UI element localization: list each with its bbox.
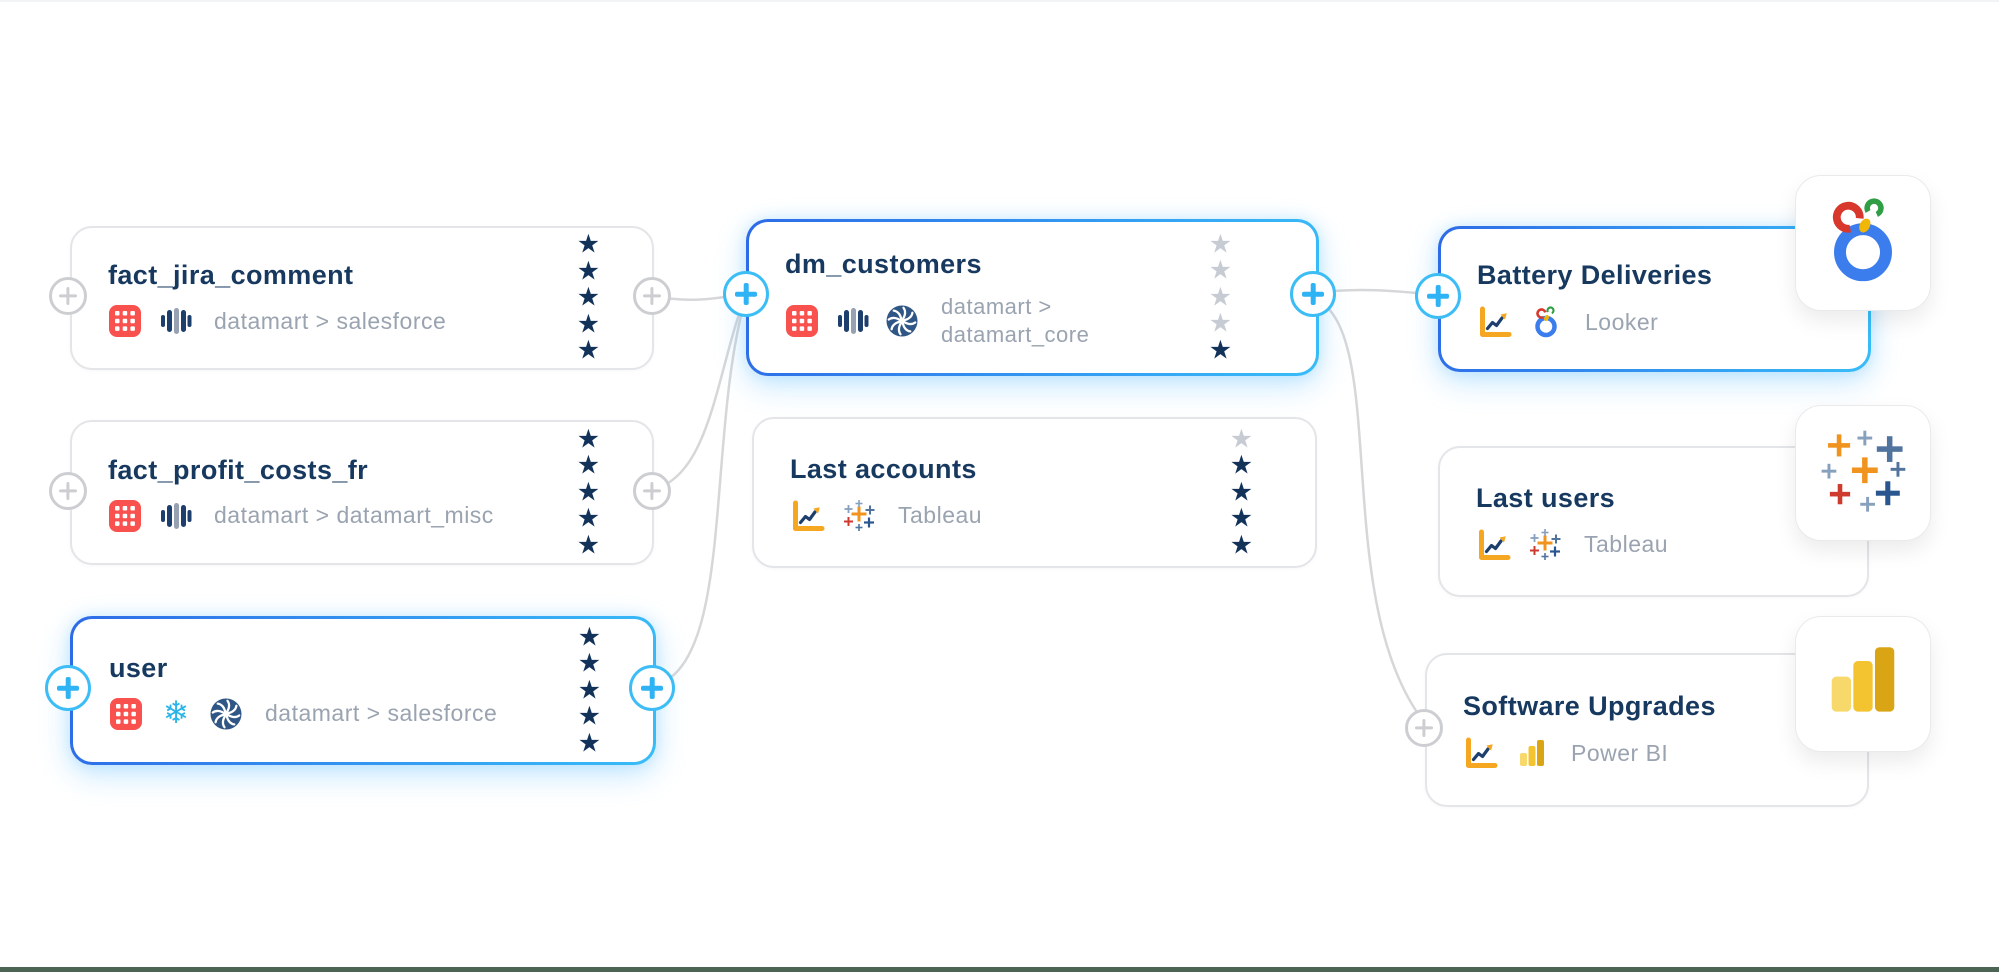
table-node-fact-jira-comment[interactable]: fact_jira_comment datamart > salesforce [70,226,654,370]
table-icon [785,304,819,338]
star-icon [1230,453,1253,480]
star-icon [578,704,601,731]
tableau-icon [842,499,876,533]
table-node-dm-customers[interactable]: dm_customers datamart > datamart_core [746,219,1319,376]
table-node-user[interactable]: user datamart > salesforce [70,616,656,765]
star-icon [577,506,600,533]
quality-rating [578,624,601,757]
node-title: fact_jira_comment [108,260,354,290]
expand-lineage-button[interactable] [49,277,87,315]
star-icon [1230,532,1253,559]
expand-lineage-button[interactable] [1415,273,1461,319]
star-icon [1209,258,1232,285]
node-path: datamart > salesforce [214,307,447,334]
dashboard-node-battery-deliveries[interactable]: Battery Deliveries Looker [1438,226,1871,372]
pinwheel-icon [885,304,919,338]
star-icon [1209,311,1232,338]
bottom-border-line [0,967,1999,972]
quality-rating [1209,231,1232,364]
pinwheel-icon [209,697,243,731]
star-icon [577,311,600,338]
powerbi-icon [1515,736,1549,770]
chart-icon [1476,527,1512,563]
node-path: datamart > datamart_core [941,294,1090,347]
powerbi-logo-icon [1817,638,1909,730]
looker-logo-icon [1817,197,1909,289]
table-icon [109,697,143,731]
star-icon [577,453,600,480]
chart-icon [1477,304,1513,340]
bi-tool-label: Tableau [898,502,983,528]
star-icon [578,624,601,651]
node-title: fact_profit_costs_fr [108,454,369,485]
quality-rating [577,232,600,365]
quality-rating [577,426,600,559]
looker-badge [1795,175,1931,311]
node-path: datamart > salesforce [265,700,498,726]
node-title: Battery Deliveries [1477,260,1713,290]
expand-lineage-button[interactable] [629,665,675,711]
warehouse-icon [158,304,192,338]
star-icon [577,426,600,453]
star-icon [577,532,600,559]
expand-lineage-button[interactable] [1405,709,1443,747]
tableau-icon [1528,528,1562,562]
star-icon [1209,337,1232,364]
expand-lineage-button[interactable] [45,665,91,711]
table-node-fact-profit-costs-fr[interactable]: fact_profit_costs_fr datamart > datamart… [70,420,654,565]
star-icon [1230,506,1253,533]
node-path: datamart > datamart_misc [214,502,494,528]
node-title: Last accounts [790,453,977,484]
bi-tool-label: Tableau [1584,531,1669,557]
star-icon [577,479,600,506]
star-icon [577,285,600,312]
connection-line [653,299,746,491]
star-icon [577,258,600,285]
powerbi-badge [1795,616,1931,752]
warehouse-icon [158,499,192,533]
chart-icon [790,498,826,534]
tableau-badge [1795,405,1931,541]
bi-tool-label: Looker [1585,308,1659,335]
star-icon [1230,479,1253,506]
star-icon [578,651,601,678]
node-title: dm_customers [785,249,982,279]
bi-tool-label: Power BI [1571,739,1669,766]
node-title: Software Upgrades [1463,691,1716,721]
table-icon [108,499,142,533]
star-icon [577,338,600,365]
node-title: user [109,652,168,683]
looker-icon [1529,305,1563,339]
star-icon [577,232,600,259]
snowflake-icon [159,697,193,731]
connection-line [1315,297,1425,723]
quality-rating [1230,426,1253,559]
star-icon [1209,284,1232,311]
expand-lineage-button[interactable] [723,271,769,317]
chart-icon [1463,735,1499,771]
star-icon [1209,231,1232,258]
dashboard-node-last-accounts[interactable]: Last accounts Tableau [752,417,1317,568]
warehouse-icon [835,304,869,338]
expand-lineage-button[interactable] [633,472,671,510]
top-border-line [0,0,1999,2]
star-icon [578,730,601,757]
expand-lineage-button[interactable] [633,277,671,315]
tableau-logo-icon [1817,427,1909,519]
expand-lineage-button[interactable] [49,472,87,510]
node-title: Last users [1476,482,1616,513]
expand-lineage-button[interactable] [1290,271,1336,317]
star-icon [578,677,601,704]
table-icon [108,304,142,338]
star-icon [1230,426,1253,453]
